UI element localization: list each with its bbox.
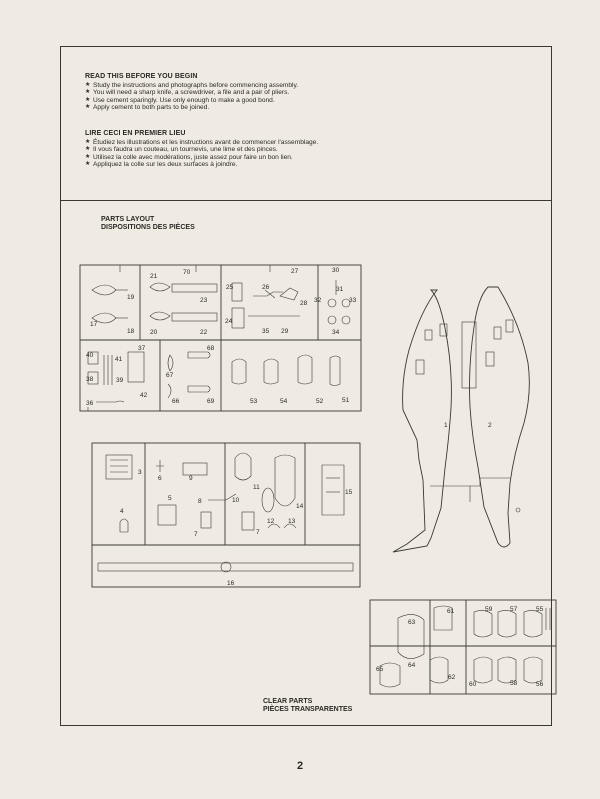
instruction-item: Study the instructions and photographs b… bbox=[85, 82, 298, 90]
part-number: 29 bbox=[281, 328, 289, 335]
section-divider bbox=[60, 200, 552, 201]
part-number: 34 bbox=[332, 329, 340, 336]
clear-parts-sprue bbox=[369, 599, 557, 695]
part-number: 15 bbox=[345, 489, 353, 496]
part-number: 61 bbox=[447, 608, 455, 615]
part-number: 35 bbox=[262, 328, 270, 335]
part-number: 26 bbox=[262, 284, 270, 291]
part-number: 57 bbox=[510, 606, 518, 613]
part-number: 7 bbox=[194, 531, 198, 538]
fuselage-halves bbox=[392, 286, 530, 553]
part-number: 18 bbox=[127, 328, 135, 335]
part-number: 4 bbox=[120, 508, 124, 515]
part-number: 23 bbox=[200, 297, 208, 304]
part-number: 17 bbox=[90, 321, 98, 328]
part-number: 7 bbox=[256, 529, 260, 536]
instruction-item: Apply cement to both parts to be joined. bbox=[85, 104, 298, 112]
part-number: 12 bbox=[267, 518, 275, 525]
part-number: 14 bbox=[296, 503, 304, 510]
part-number: 51 bbox=[342, 397, 350, 404]
part-number: 20 bbox=[150, 329, 158, 336]
instructions-english-title: READ THIS BEFORE YOU BEGIN bbox=[85, 73, 198, 80]
part-number: 6 bbox=[158, 475, 162, 482]
part-number: 25 bbox=[226, 284, 234, 291]
instruction-item: Il vous faudra un couteau, un tournevis,… bbox=[85, 146, 318, 154]
part-number: 66 bbox=[172, 398, 180, 405]
part-number: 22 bbox=[200, 329, 208, 336]
part-number: 58 bbox=[510, 680, 518, 687]
part-number: 21 bbox=[150, 273, 158, 280]
instructions-french: LIRE CECI EN PREMIER LIEU Étudiez les il… bbox=[85, 130, 318, 169]
part-number: 8 bbox=[198, 498, 202, 505]
part-number: 24 bbox=[225, 318, 233, 325]
page-frame bbox=[60, 46, 552, 726]
instruction-item: Étudiez les illustrations et les instruc… bbox=[85, 139, 318, 147]
part-number: 19 bbox=[127, 294, 135, 301]
part-number: 56 bbox=[536, 681, 544, 688]
part-number: 40 bbox=[86, 352, 94, 359]
page-number: 2 bbox=[296, 760, 304, 772]
part-number: 28 bbox=[300, 300, 308, 307]
sprue-b bbox=[91, 442, 361, 588]
instructions-english: READ THIS BEFORE YOU BEGIN Study the ins… bbox=[85, 73, 298, 112]
part-number: 1 bbox=[444, 422, 448, 429]
part-number: 55 bbox=[536, 606, 544, 613]
part-number: 32 bbox=[314, 297, 322, 304]
parts-layout-title: PARTS LAYOUT DISPOSITIONS DES PIÈCES bbox=[101, 216, 195, 231]
part-number: 62 bbox=[448, 674, 456, 681]
part-number: 2 bbox=[488, 422, 492, 429]
instruction-item: You will need a sharp knife, a screwdriv… bbox=[85, 89, 298, 97]
part-number: 54 bbox=[280, 398, 288, 405]
part-number: 36 bbox=[86, 400, 94, 407]
part-number: 16 bbox=[227, 580, 235, 587]
part-number: 64 bbox=[408, 662, 416, 669]
part-number: 5 bbox=[168, 495, 172, 502]
part-number: 9 bbox=[189, 475, 193, 482]
part-number: 39 bbox=[116, 377, 124, 384]
part-number: 33 bbox=[349, 297, 357, 304]
sprue-a bbox=[79, 264, 362, 412]
instructions-french-title: LIRE CECI EN PREMIER LIEU bbox=[85, 130, 186, 137]
part-number: 59 bbox=[485, 606, 493, 613]
part-number: 41 bbox=[115, 356, 123, 363]
part-number: 27 bbox=[291, 268, 299, 275]
part-number: 52 bbox=[316, 398, 324, 405]
part-number: 31 bbox=[336, 286, 344, 293]
part-number: 60 bbox=[469, 681, 477, 688]
part-number: 67 bbox=[166, 372, 174, 379]
part-number: 11 bbox=[253, 484, 260, 491]
clear-parts-title: CLEAR PARTS PIÈCES TRANSPARENTES bbox=[263, 698, 353, 713]
part-number: 37 bbox=[138, 345, 146, 352]
part-number: 42 bbox=[140, 392, 148, 399]
instruction-item: Use cement sparingly. Use only enough to… bbox=[85, 97, 298, 105]
part-number: 63 bbox=[408, 619, 416, 626]
part-number-labels: 19 17 18 21 70 23 20 22 25 26 27 28 24 3… bbox=[86, 267, 544, 688]
part-number: 3 bbox=[138, 469, 142, 476]
part-number: 70 bbox=[183, 269, 191, 276]
part-number: 13 bbox=[288, 518, 296, 525]
part-number: 10 bbox=[232, 497, 240, 504]
part-number: 68 bbox=[207, 345, 215, 352]
instruction-item: Appliquez la colle sur les deux surfaces… bbox=[85, 161, 318, 169]
part-number: 30 bbox=[332, 267, 340, 274]
part-number: 65 bbox=[376, 666, 384, 673]
part-number: 38 bbox=[86, 376, 94, 383]
part-number: 69 bbox=[207, 398, 215, 405]
instruction-item: Utilisez la colle avec modérations, just… bbox=[85, 154, 318, 162]
part-number: 53 bbox=[250, 398, 258, 405]
